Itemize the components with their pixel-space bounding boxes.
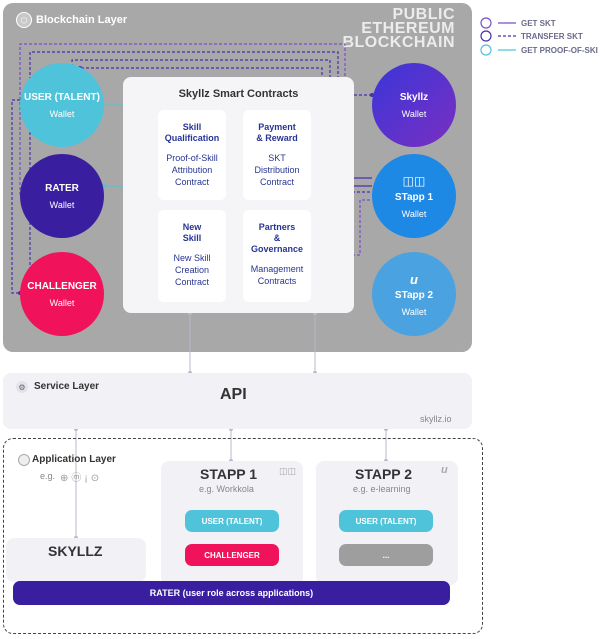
card-title-1: New [182, 222, 202, 232]
wallet-title: STapp 2 [394, 289, 434, 301]
card-sub-1: Management [250, 264, 304, 274]
public-label-line-3: BLOCKCHAIN [342, 34, 455, 51]
app-logos-icon: ⊕ⓜ¡⊙ [60, 473, 103, 484]
wallet-subtitle: Wallet [49, 108, 75, 119]
card-sub-1: SKT [268, 153, 286, 163]
card-title-2: & Reward [256, 133, 298, 143]
application-layer-panel [3, 438, 483, 634]
public-ethereum-label: PUBLIC ETHEREUM BLOCKCHAIN [342, 6, 455, 51]
wallet-title: Skyllz [399, 91, 429, 103]
service-domain: skyllz.io [420, 414, 452, 424]
user-talent-wallet: USER (TALENT) Wallet [20, 63, 104, 147]
public-label-line-1: PUBLIC [392, 6, 455, 23]
wallet-subtitle: Wallet [401, 108, 427, 119]
card-sub-2: Attribution [171, 165, 213, 175]
legend-icons [480, 17, 516, 56]
card-sub-1: Proof-of-Skill [166, 153, 218, 163]
stapp2-wallet: u STapp 2 Wallet [372, 252, 456, 336]
card-title-2: & [273, 233, 281, 243]
application-layer-title: Application Layer [32, 454, 116, 465]
card-sub-3: Contract [174, 277, 209, 287]
card-title-1: Partners [258, 222, 296, 232]
u-logo-icon: u [441, 464, 448, 476]
stapp1-wallet: ◫◫ STapp 1 Wallet [372, 154, 456, 238]
wallet-subtitle: Wallet [49, 297, 75, 308]
wallet-title: RATER [45, 182, 79, 194]
stapp1-example: e.g. Workkola [199, 484, 254, 494]
stapp1-challenger-pill: CHALLENGER [185, 544, 279, 566]
card-sub-1: New Skill [173, 253, 211, 263]
stapp2-user-talent-pill: USER (TALENT) [339, 510, 433, 532]
get-proof-icon [480, 44, 492, 56]
stapp1-title: STAPP 1 [200, 466, 258, 482]
service-layer-icon: ⚙ [16, 381, 28, 393]
legend-get-proof: GET PROOF-OF-SKI [521, 46, 598, 55]
skyllz-wallet: Skyllz Wallet [372, 63, 456, 147]
stapp2-title: STAPP 2 [355, 466, 413, 482]
card-title-1: Skill [182, 122, 202, 132]
public-label-line-2: ETHEREUM [361, 20, 455, 37]
card-title-2: Qualification [164, 133, 220, 143]
stapp1-logo-icon: ◫◫ [402, 173, 426, 188]
wallet-title: USER (TALENT) [24, 91, 100, 103]
stapp2-example: e.g. e-learning [353, 484, 411, 494]
card-sub-2: Creation [174, 265, 210, 275]
get-skt-icon [480, 17, 492, 29]
card-title-2: Skill [182, 233, 202, 243]
service-layer-title: Service Layer [34, 381, 100, 392]
api-label: API [220, 386, 247, 403]
wallet-subtitle: Wallet [401, 306, 427, 317]
flow-challenger-to-user [11, 99, 20, 294]
flow-governance-stapp1 [312, 199, 372, 256]
challenger-wallet: CHALLENGER Wallet [20, 252, 104, 336]
card-sub-2: Distribution [254, 165, 300, 175]
wallet-title: STapp 1 [394, 191, 434, 203]
application-eg-label: e.g. [40, 471, 56, 481]
wallet-title: CHALLENGER [27, 280, 97, 292]
rater-wallet: RATER Wallet [20, 154, 104, 238]
blockchain-layer-title: Blockchain Layer [36, 14, 128, 26]
card-sub-3: Contract [259, 177, 294, 187]
rater-role-bar: RATER (user role across applications) [13, 581, 450, 605]
card-title-3: Governance [250, 244, 304, 254]
smart-contracts-title: Skyllz Smart Contracts [178, 88, 299, 100]
stapp1-user-talent-pill: USER (TALENT) [185, 510, 279, 532]
transfer-skt-icon [480, 30, 492, 42]
application-layer-icon [18, 454, 30, 466]
stapp1-logo-icon: ◫◫ [279, 466, 297, 476]
card-sub-2: Contracts [257, 276, 297, 286]
wallet-subtitle: Wallet [49, 199, 75, 210]
card-sub-3: Contract [174, 177, 209, 187]
stapp2-more-pill: ... [339, 544, 433, 566]
legend-transfer-skt: TRANSFER SKT [521, 32, 583, 41]
card-title-1: Payment [258, 122, 296, 132]
legend-get-skt: GET SKT [521, 19, 556, 28]
blockchain-layer-icon: ⬡ [16, 12, 32, 28]
wallet-subtitle: Wallet [401, 208, 427, 219]
u-logo-icon: u [410, 271, 418, 287]
skyllz-app-box [6, 538, 146, 582]
skyllz-app-title: SKYLLZ [48, 543, 103, 559]
service-layer-panel [3, 373, 472, 429]
